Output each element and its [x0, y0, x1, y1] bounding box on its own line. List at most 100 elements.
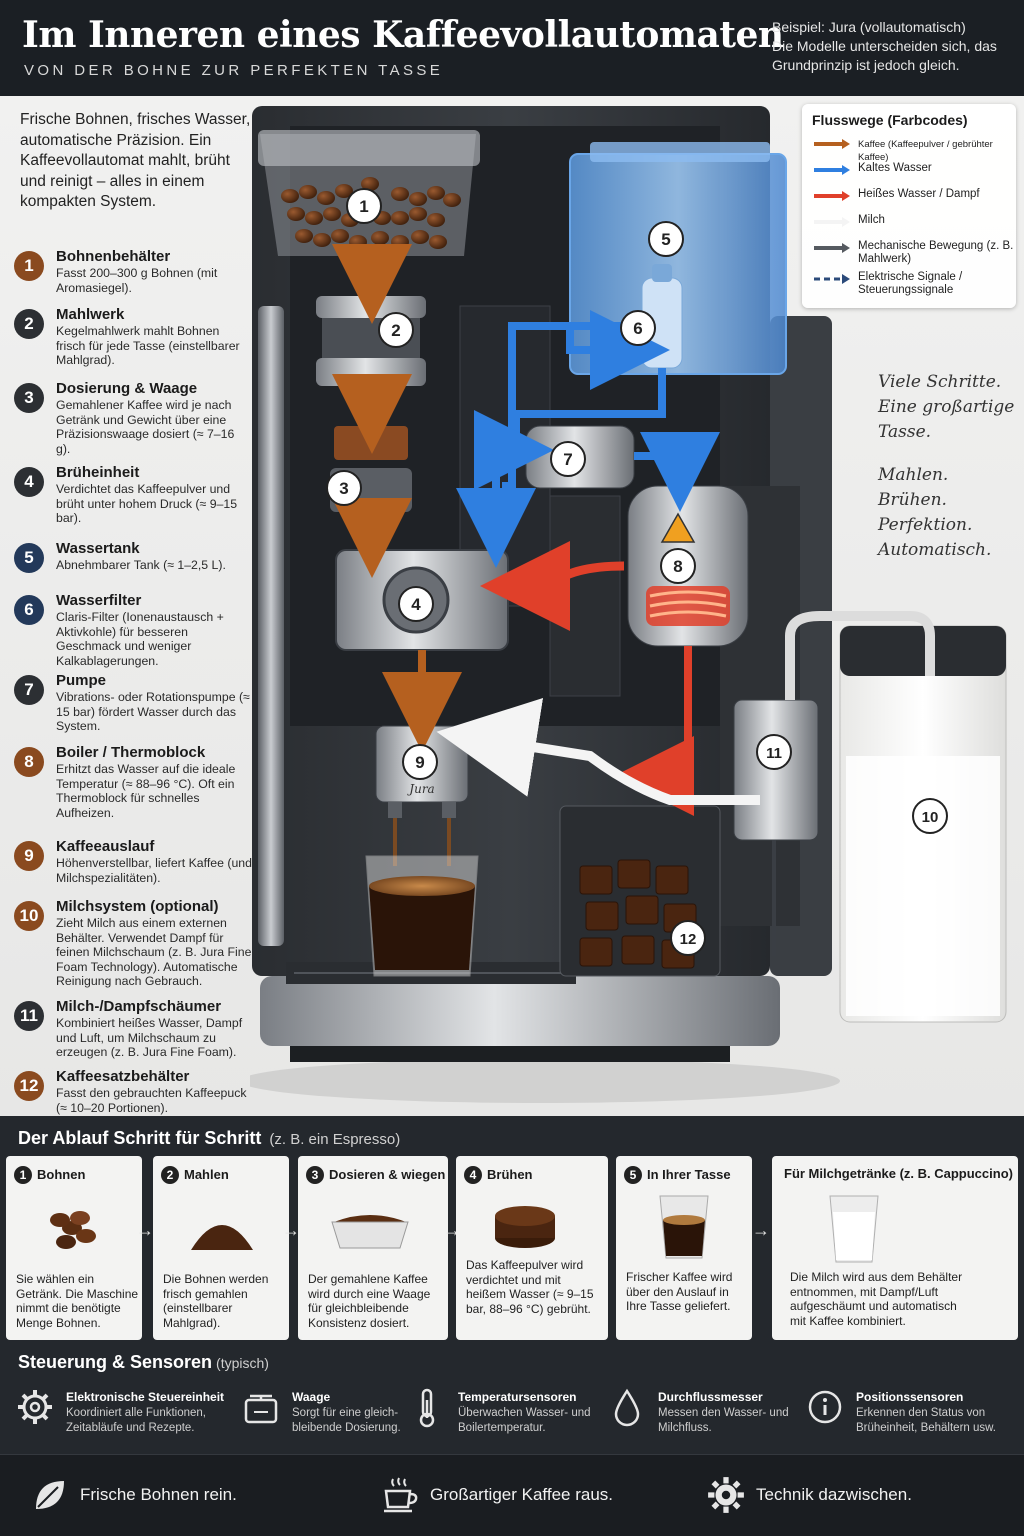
process-milk-card: Für Milchgetränke (z. B. Cappuccino) Die… [772, 1156, 1018, 1340]
thermometer-icon [419, 1388, 435, 1428]
footer-text: Frische Bohnen rein. [80, 1485, 237, 1504]
beans [281, 177, 461, 249]
svg-text:1: 1 [359, 197, 368, 216]
svg-text:6: 6 [633, 319, 642, 338]
outlet-nozzle [442, 802, 456, 818]
flow-cold-water [634, 432, 720, 512]
flow-legend: Flusswege (Farbcodes) Kaffee (Kaffeepulv… [802, 104, 1016, 308]
svg-text:4: 4 [411, 595, 421, 614]
process-step-desc: Die Bohnen werden frisch gemahlen (einst… [163, 1272, 269, 1330]
process-subtitle: (z. B. ein Espresso) [269, 1131, 401, 1148]
process-step-desc: Der gemahlene Kaffee wird durch eine Waa… [308, 1272, 431, 1330]
coffee-puck-icon [495, 1206, 555, 1248]
process-milk-desc: Die Milch wird aus dem Behälter entnomme… [790, 1270, 963, 1328]
component-name: Wassertank [56, 540, 140, 557]
component-desc: Fasst 200–300 g Bohnen (mit Aromasiegel)… [56, 266, 218, 295]
main-panel: Frische Bohnen, frisches Wasser, automat… [0, 96, 1024, 1116]
sensors-title: Steuerung & Sensoren(typisch) [18, 1352, 269, 1372]
water-filter-cap [652, 264, 672, 282]
process-step-desc: Das Kaffeepulver wird verdichtet und mit… [466, 1258, 594, 1316]
sensor-name: Waage [292, 1390, 331, 1404]
legend-item-electrical: Elektrische Signale / Steuerungssignale [812, 271, 1006, 297]
slogan-line: Eine großartige [878, 397, 1015, 417]
drop-icon [614, 1388, 640, 1427]
grinder-top [316, 296, 426, 318]
arrow-right-icon: → [752, 1220, 770, 1240]
component-desc: Kegelmahlwerk mahlt Bohnen frisch für je… [56, 324, 240, 368]
page-subtitle: VON DER BOHNE ZUR PERFEKTEN TASSE [24, 62, 444, 79]
floor-shadow [250, 1059, 840, 1103]
component-name: Boiler / Thermoblock [56, 744, 206, 761]
component-number: 3 [14, 383, 44, 413]
brand-logo: Jura [406, 782, 434, 796]
component-desc: Claris-Filter (Ionenaustausch + Aktivkoh… [56, 610, 224, 668]
arrow-icon [814, 243, 850, 253]
component-name: Brüheinheit [56, 464, 140, 481]
component-desc: Zieht Milch aus einem externen Behälter.… [56, 916, 252, 989]
sensor-desc: Koordiniert alle Funktionen, Zeitabläufe… [66, 1407, 206, 1434]
component-desc: Erhitzt das Wasser auf die ideale Temper… [56, 762, 236, 820]
milk-container-lid [840, 626, 1006, 676]
sensor-desc: Überwachen Wasser- und Boilertemperatur. [458, 1407, 591, 1434]
machine-base [290, 1046, 730, 1062]
arrow-icon [814, 191, 850, 201]
bean-hopper-lid [258, 130, 480, 166]
badge-9: 9 [402, 744, 438, 780]
component-name: Bohnenbehälter [56, 248, 171, 265]
component-desc: Verdichtet das Kaffeepulver und brüht un… [56, 482, 238, 526]
badge-10: 10 [912, 798, 948, 834]
component-number: 11 [14, 1001, 44, 1031]
header-note-line2: Die Modelle unterscheiden sich, das Grun… [772, 38, 997, 73]
sensor-desc: Sorgt für eine gleich-bleibende Dosierun… [292, 1407, 401, 1434]
flow-hot-water [614, 646, 694, 816]
header-note: Beispiel: Jura (vollautomatisch) Die Mod… [772, 18, 1022, 75]
flow-milk [436, 697, 760, 805]
svg-text:9: 9 [415, 753, 424, 772]
component-name: Wasserfilter [56, 592, 142, 609]
badges: 1 2 3 4 5 6 7 8 9 10 11 12 [326, 188, 948, 956]
page-title: Im Inneren eines Kaffeevollautomaten [22, 14, 784, 56]
svg-text:2: 2 [391, 321, 400, 340]
legend-item-milk: Milch [812, 214, 1006, 240]
badge-6: 6 [620, 310, 656, 346]
flow-hot-water [480, 541, 625, 631]
milk-tube [785, 611, 935, 700]
process-step-desc: Frischer Kaffee wird über den Auslauf in… [626, 1270, 733, 1313]
water-tank-lid [590, 142, 770, 162]
component-number: 8 [14, 747, 44, 777]
arrow-right-icon: → [282, 1220, 300, 1240]
component-desc: Kombiniert heißes Wasser, Dampf und Luft… [56, 1016, 243, 1060]
cup-icon [384, 1477, 418, 1513]
component-number: 12 [14, 1071, 44, 1101]
footer-text: Großartiger Kaffee raus. [430, 1485, 613, 1504]
arrow-icon [814, 139, 850, 149]
sensor-name: Elektronische Steuereinheit [66, 1390, 225, 1404]
dosing-bowl-icon [331, 1215, 409, 1249]
internal-structure [549, 495, 621, 697]
component-desc: Gemahlener Kaffee wird je nach Getränk u… [56, 398, 235, 456]
sensor-desc: Erkennen den Status von Brüheinheit, Beh… [856, 1407, 997, 1434]
badge-8: 8 [660, 548, 696, 584]
arrow-right-icon: → [136, 1220, 154, 1240]
sensors-section: Steuerung & Sensoren(typisch) Elektronis… [0, 1348, 1024, 1454]
svg-text:5: 5 [661, 230, 670, 249]
component-number: 10 [14, 901, 44, 931]
machine-diagram: Jura [250, 106, 1007, 1103]
process-step-desc: Sie wählen ein Getränk. Die Maschine nim… [16, 1272, 139, 1330]
slogan: Viele Schritte. Eine großartige Tasse. M… [878, 370, 1018, 563]
component-name: Pumpe [56, 672, 107, 689]
slogan-line: Automatisch. [878, 540, 992, 560]
flow-cold-water [474, 368, 666, 490]
beans-icon [50, 1211, 96, 1249]
slogan-line: Tasse. [878, 422, 932, 442]
intro-text: Frische Bohnen, frisches Wasser, automat… [20, 111, 251, 210]
sensor-name: Durchflussmesser [658, 1390, 763, 1404]
component-desc: Fasst den gebrauchten Kaffeepuck (≈ 10–2… [56, 1086, 247, 1115]
dashed-arrow-icon [814, 274, 850, 284]
component-number: 2 [14, 309, 44, 339]
component-number: 4 [14, 467, 44, 497]
component-number: 1 [14, 251, 44, 281]
boiler-heating-coil [646, 586, 730, 626]
svg-text:11: 11 [766, 745, 782, 762]
